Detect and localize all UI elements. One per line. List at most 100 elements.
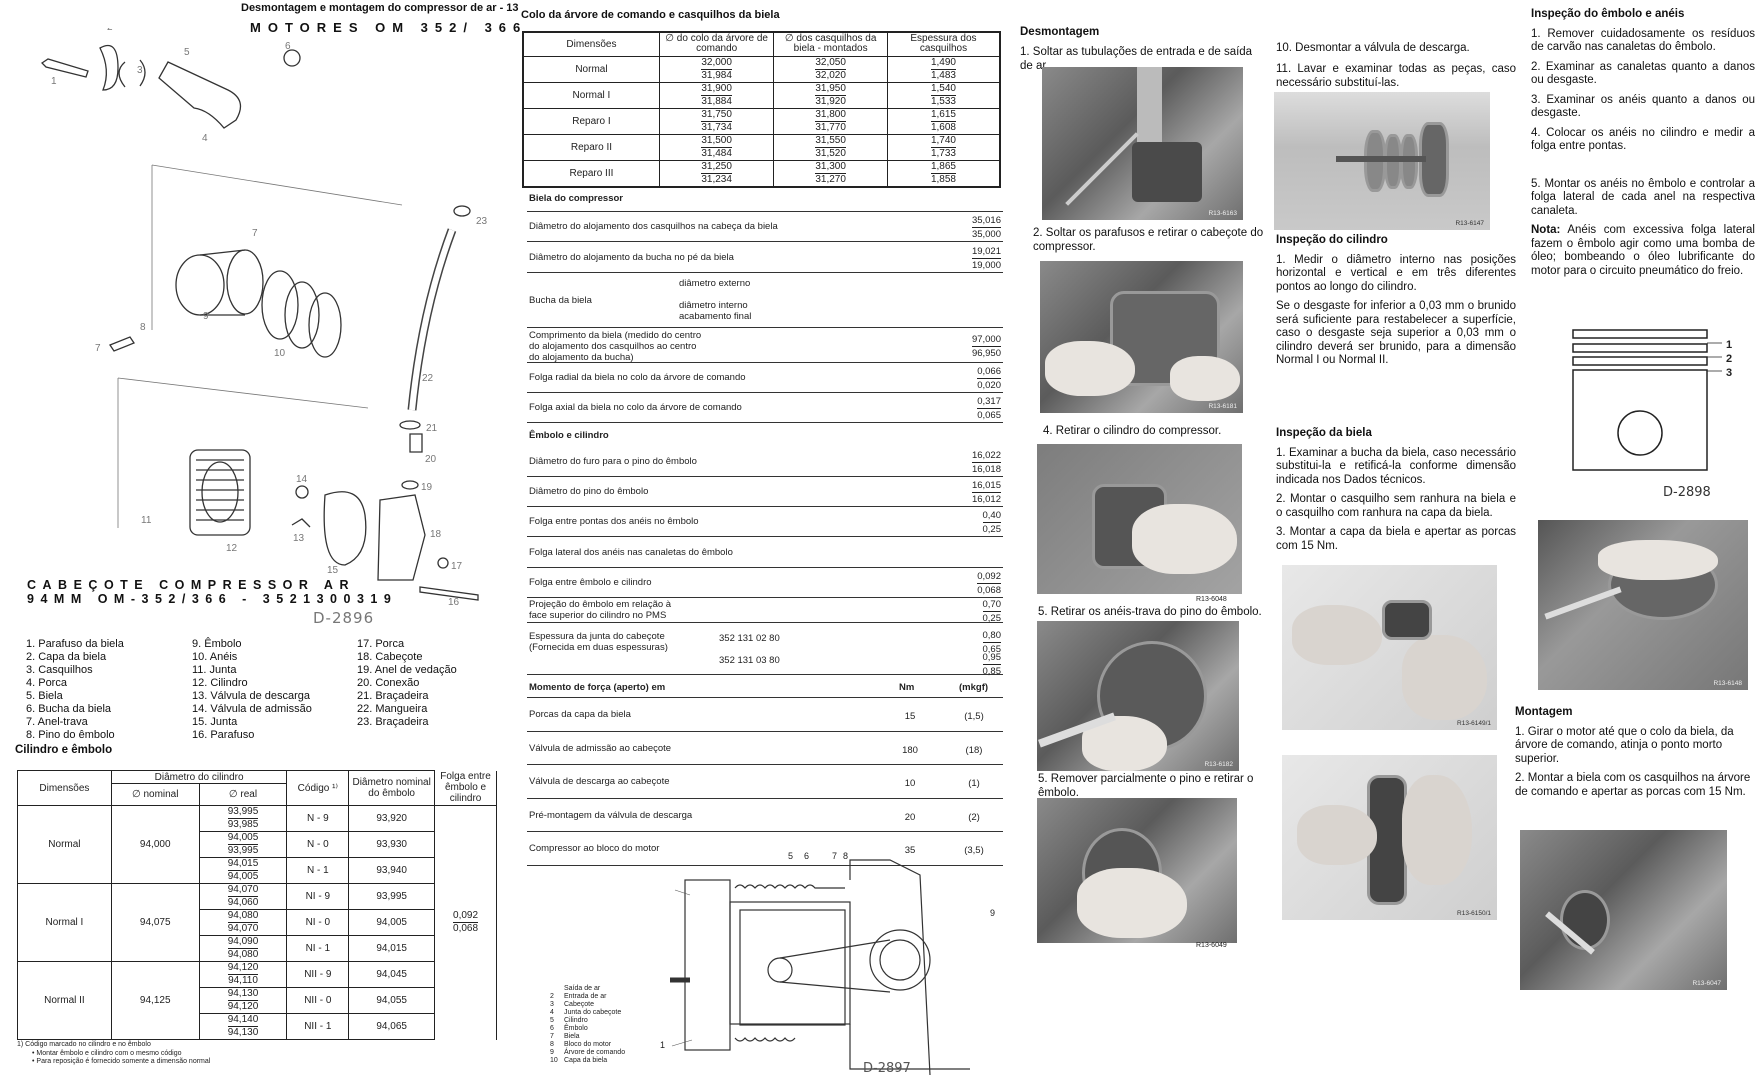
torque-label: Compressor ao bloco do motor	[529, 843, 660, 854]
paragraph: Se o desgaste for inferior a 0,03 mm o b…	[1276, 300, 1516, 366]
photo-remove-head: R13-6181	[1040, 261, 1243, 413]
piston-rings-drawing: 1 2 3 D-2898	[1572, 329, 1732, 500]
upper-limit: 0,092	[977, 571, 1001, 584]
lower-limit: 16,018	[971, 464, 1001, 475]
lower-limit: 31,984	[701, 69, 732, 81]
upper-limit: 31,300	[815, 160, 846, 174]
torque-mkgf: (1)	[968, 778, 980, 789]
clamp-part	[453, 205, 471, 217]
legend-number: 8	[550, 1041, 554, 1048]
callout: 6	[804, 851, 809, 861]
parts-list-item: 10. Anéis	[192, 651, 238, 663]
lower-limit: 0,25	[982, 612, 1002, 624]
parts-list-item: 6. Bucha da biela	[26, 703, 112, 715]
lower-limit: 35,000	[971, 229, 1001, 240]
step-text: 10. Desmontar a válvula de descarga.	[1276, 42, 1470, 54]
callout: 13	[293, 533, 305, 544]
torque-mkgf: (3,5)	[964, 845, 984, 856]
col-header: ∅ real	[198, 783, 288, 806]
lower-limit: 31,484	[701, 147, 732, 159]
parts-list-item: 22. Mangueira	[357, 703, 428, 715]
piston-pin-part	[109, 336, 135, 352]
code-cell: NII - 0	[286, 987, 350, 1014]
cylinder-head-part	[377, 494, 426, 581]
callout: 19	[421, 482, 433, 493]
lower-limit: 0,020	[977, 380, 1001, 391]
legend-label: Biela	[564, 1033, 580, 1040]
lower-limit: 1,608	[930, 121, 956, 133]
photo-remove-cylinder	[1037, 444, 1242, 594]
spec-sheet: Biela do compressor Diâmetro do alojamen…	[527, 190, 1003, 870]
photo-code: R13-6047	[1692, 980, 1721, 987]
lower-limit: 19,000	[971, 259, 1001, 271]
cylinder-piston-table: Dimensões Diâmetro do cilindro Código ¹⁾…	[17, 770, 497, 1040]
engine-block-section	[849, 859, 970, 1076]
photo-remove-circlips: R13-6182	[1037, 621, 1239, 771]
photo-bearing-shell: R13-6149/1	[1282, 565, 1497, 730]
parts-list-item: 3. Casquilhos	[26, 664, 93, 676]
legend-number: 7	[550, 1033, 554, 1040]
cylinder-section	[729, 901, 851, 1025]
callout: 11	[141, 515, 152, 526]
lower-limit: 0,068	[977, 585, 1001, 596]
upper-limit: 31,900	[701, 82, 732, 96]
callout: 4	[202, 133, 208, 144]
engine-model-title: MOTORES OM 352/ 366	[250, 20, 528, 35]
torque-mkgf: (18)	[965, 744, 983, 756]
lower-limit: 1,858	[930, 173, 956, 185]
upper-limit: 1,865	[930, 160, 956, 174]
torque-nm: 20	[904, 811, 916, 823]
piston-diameter-cell: 93,920	[348, 805, 436, 832]
dimension-cell: Reparo III	[522, 159, 660, 187]
callout: 2	[107, 28, 113, 33]
lower-limit: 16,012	[971, 494, 1001, 505]
photo-ring-pliers: R13-6148	[1538, 520, 1748, 690]
cylinder-table-title: Cilindro e êmbolo	[15, 744, 113, 756]
piston-diameter-cell: 94,005	[348, 909, 436, 936]
piston-section	[739, 909, 846, 1026]
col-header: ∅ dos casquilhos da biela - montados	[773, 31, 888, 57]
legend-number: 6	[550, 1025, 554, 1032]
callout: 17	[451, 561, 463, 572]
spec-label: Diâmetro do alojamento dos casquilhos na…	[529, 221, 778, 232]
lower-limit: 0,068	[453, 923, 479, 935]
upper-limit: 94,130	[227, 988, 259, 1001]
callout: 10	[274, 348, 286, 359]
legend-label: Êmbolo	[564, 1025, 588, 1032]
parts-list-item: 18. Cabeçote	[357, 651, 423, 663]
spec-label: Folga lateral dos anéis nas canaletas do…	[529, 546, 733, 558]
callout: 23	[476, 216, 488, 227]
spec-label: Diâmetro do pino do êmbolo	[529, 486, 649, 497]
upper-limit: 0,70	[982, 598, 1001, 612]
footnote: • Montar êmbolo e cilindro com o mesmo c…	[32, 1049, 182, 1057]
piston-diameter-cell: 93,995	[348, 883, 436, 910]
photo-code: R13-6181	[1208, 403, 1237, 410]
intake-valve-part	[295, 485, 309, 499]
camshaft-table-title: Colo da árvore de comando e casquilhos d…	[521, 9, 780, 21]
con-rod-section	[779, 939, 891, 993]
parts-list-item: 5. Biela	[26, 690, 63, 702]
section-heading: Momento de força (aperto) em	[529, 682, 666, 693]
